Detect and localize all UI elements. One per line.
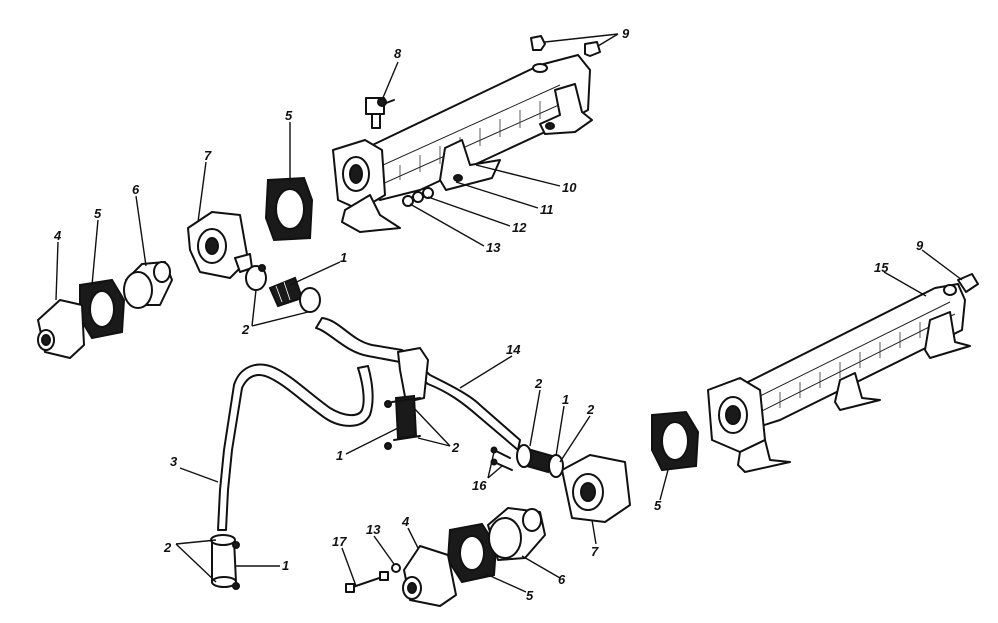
washer-13-bottom: [391, 563, 401, 573]
thermostat-cover-4-left: [37, 299, 85, 359]
plug-9-upper: [530, 35, 601, 57]
callout-4-left: 4: [53, 228, 62, 243]
clamp-2-upper-a: [245, 264, 267, 291]
callout-1-bottom: 1: [282, 558, 289, 573]
callout-2-tee: 2: [451, 440, 460, 455]
callout-labels: 8 9 5 7 6 5 4 1 2 10 11 12 13 14 1 2 2 1…: [53, 26, 924, 603]
callout-6-upper: 6: [132, 182, 140, 197]
hose-1-right: [516, 444, 564, 478]
thermostat-cover-4-bottom: [402, 545, 457, 607]
gasket-5-bottom: [446, 522, 498, 584]
callout-5-bottom: 5: [526, 588, 534, 603]
clamp-2-upper-b: [299, 287, 321, 313]
callout-16: 16: [472, 478, 487, 493]
callout-5-left: 5: [94, 206, 102, 221]
callout-7-lower: 7: [591, 544, 599, 559]
callout-9-top: 9: [622, 26, 630, 41]
callout-1-right: 1: [562, 392, 569, 407]
bent-pipe-3: [217, 363, 374, 531]
thermostat-6-upper: [123, 261, 173, 309]
leader-lines: [55, 33, 963, 593]
gasket-5-right: [651, 410, 700, 472]
callout-12: 12: [512, 220, 527, 235]
thermostat-housing-7-lower: [561, 454, 631, 523]
callout-4-bottom: 4: [401, 514, 410, 529]
tee-pipe-14: [315, 317, 521, 451]
callout-8: 8: [394, 46, 402, 61]
callout-1-upper: 1: [340, 250, 347, 265]
callout-2-right-b: 2: [586, 402, 595, 417]
nut-washer-set-upper: [402, 187, 434, 207]
callout-1-tee: 1: [336, 448, 343, 463]
thermostat-housing-7-upper: [187, 211, 253, 279]
callout-3: 3: [170, 454, 178, 469]
callout-7-upper: 7: [204, 148, 212, 163]
callout-14: 14: [506, 342, 521, 357]
hose-1-bottom: [210, 534, 240, 590]
thermostat-6-lower: [487, 507, 546, 561]
callout-5-right: 5: [654, 498, 662, 513]
gasket-5-left: [79, 278, 126, 340]
callout-11: 11: [540, 202, 554, 217]
gasket-5-upper: [264, 176, 314, 242]
callout-5-upper: 5: [285, 108, 293, 123]
callout-10: 10: [562, 180, 577, 195]
upper-water-manifold: [332, 54, 593, 233]
callout-17: 17: [332, 534, 347, 549]
plug-9-lower: [957, 273, 979, 293]
callout-2-right-a: 2: [534, 376, 543, 391]
callout-9-right: 9: [916, 238, 924, 253]
callout-2-bottom: 2: [163, 540, 172, 555]
callout-13-bottom: 13: [366, 522, 381, 537]
drain-tap-8: [365, 97, 395, 129]
hose-1-tee: [384, 394, 421, 450]
callout-15: 15: [874, 260, 889, 275]
lower-water-manifold-15: [707, 283, 971, 473]
callout-6-lower: 6: [558, 572, 566, 587]
callout-2-upper: 2: [241, 322, 250, 337]
callout-13-upper: 13: [486, 240, 501, 255]
